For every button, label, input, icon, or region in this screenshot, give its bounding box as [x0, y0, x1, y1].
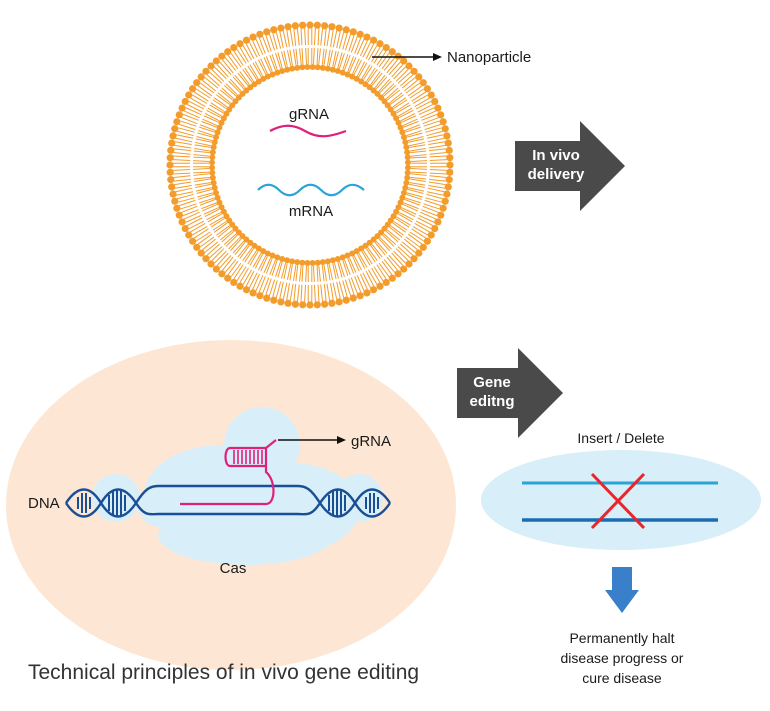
dna-base-pairs [77, 489, 379, 517]
delivery-arrow-line1: In vivo [532, 147, 580, 164]
outcome-line3: cure disease [582, 670, 662, 686]
mrna-cargo-label: mRNA [289, 203, 333, 220]
cell: gRNA DNA Cas [6, 340, 456, 670]
dna-label: DNA [28, 495, 60, 512]
down-arrow-icon [605, 567, 639, 613]
editing-arrow-shape [457, 348, 563, 438]
mrna-strand-icon [257, 183, 365, 197]
outcome-line1: Permanently halt [569, 630, 674, 646]
grna-label: gRNA [351, 433, 391, 450]
lipid-bilayer [166, 21, 454, 309]
nanoparticle-label: Nanoparticle [447, 49, 531, 66]
grna-pointer-arrowhead-icon [337, 436, 346, 444]
cross-icon [590, 472, 646, 530]
cas-label: Cas [220, 560, 247, 577]
grna-strand-icon [269, 124, 347, 138]
outcome-line2: disease progress or [561, 650, 684, 666]
cas-protein-cloud [92, 407, 383, 565]
edit-result: Insert / Delete Permanently halt disease… [481, 430, 761, 686]
figure-caption: Technical principles of in vivo gene edi… [28, 661, 419, 684]
delivery-arrow-line2: delivery [528, 166, 585, 183]
dna-strand-bottom [65, 488, 391, 518]
delivery-step-arrow: In vivo delivery [515, 121, 625, 211]
nanoparticle-pointer-arrowhead-icon [433, 53, 442, 61]
editing-arrow-line2: editng [470, 393, 515, 410]
dna-double-helix [65, 484, 391, 518]
nanoparticle: gRNA mRNA Nanoparticle [166, 21, 531, 309]
grna-cargo-label: gRNA [289, 106, 329, 123]
grna-hairpin [180, 439, 277, 506]
editing-arrow-line1: Gene [473, 374, 511, 391]
editing-step-arrow: Gene editng [457, 348, 563, 438]
delivery-arrow-shape [515, 121, 625, 211]
insert-delete-label: Insert / Delete [577, 430, 664, 446]
